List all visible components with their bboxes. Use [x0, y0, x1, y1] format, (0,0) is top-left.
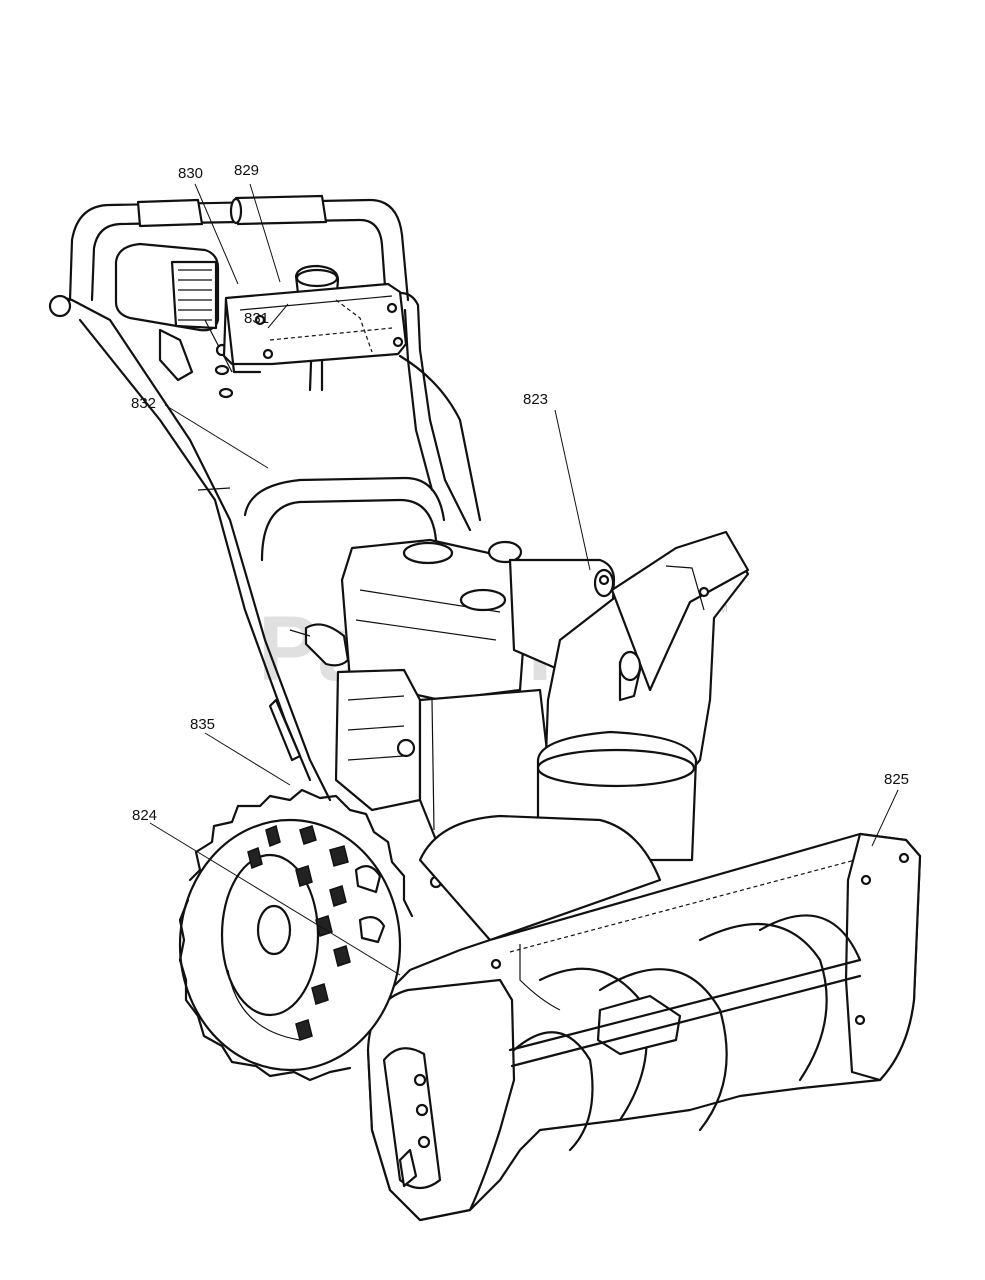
leader-lines	[149, 183, 899, 976]
handle-clip	[268, 698, 302, 762]
auger-housing	[366, 814, 922, 1222]
callout-832: 832	[131, 395, 156, 412]
handle-grip-right	[234, 194, 328, 226]
callout-824: 824	[132, 807, 157, 824]
cable-end	[197, 487, 231, 491]
callout-829: 829	[234, 162, 259, 179]
headlamp	[114, 242, 234, 399]
callout-825: 825	[884, 771, 909, 788]
callout-823: 823	[523, 391, 548, 408]
handle-grip-left	[136, 198, 204, 228]
callout-830: 830	[178, 165, 203, 182]
wheel	[178, 788, 414, 1082]
engine	[289, 538, 616, 889]
control-cable	[398, 354, 482, 522]
callout-831: 831	[244, 310, 269, 327]
discharge-chute	[536, 530, 750, 862]
callouts: 830 829 831 832 823 835 824 825	[131, 162, 909, 824]
callout-835: 835	[190, 716, 215, 733]
control-panel	[222, 282, 408, 374]
